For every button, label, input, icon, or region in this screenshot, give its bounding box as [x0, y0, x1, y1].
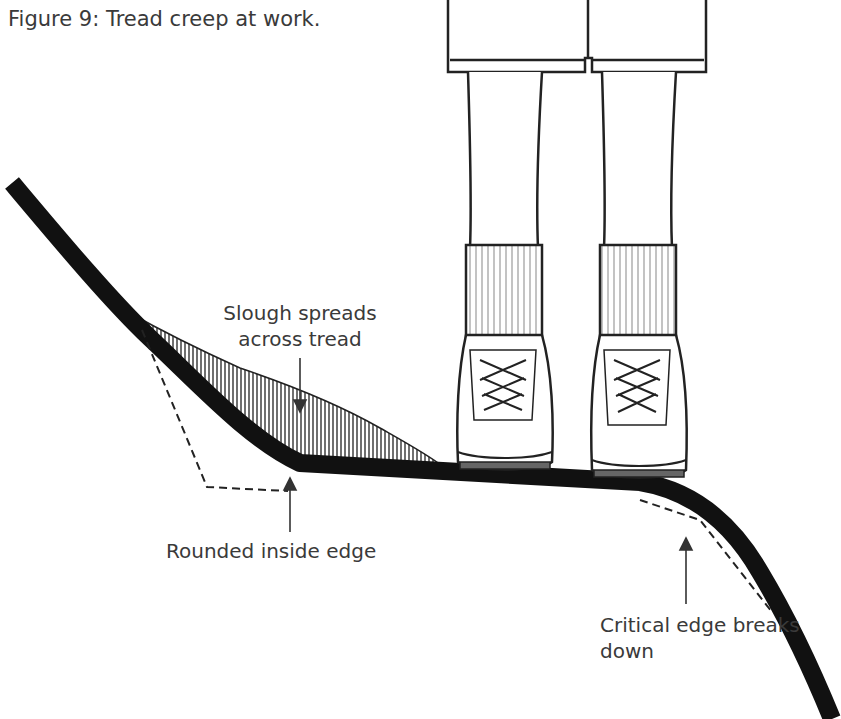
callout-label: Rounded inside edge — [166, 538, 426, 564]
trail-tread — [12, 183, 832, 719]
callout-label: Critical edge breaks down — [600, 612, 800, 664]
original-profile — [640, 500, 772, 612]
hiker-legs — [448, 0, 706, 478]
callout-label: Slough spreads across tread — [200, 300, 400, 352]
figure-title: Figure 9: Tread creep at work. — [8, 6, 320, 33]
original-profile — [142, 330, 288, 491]
